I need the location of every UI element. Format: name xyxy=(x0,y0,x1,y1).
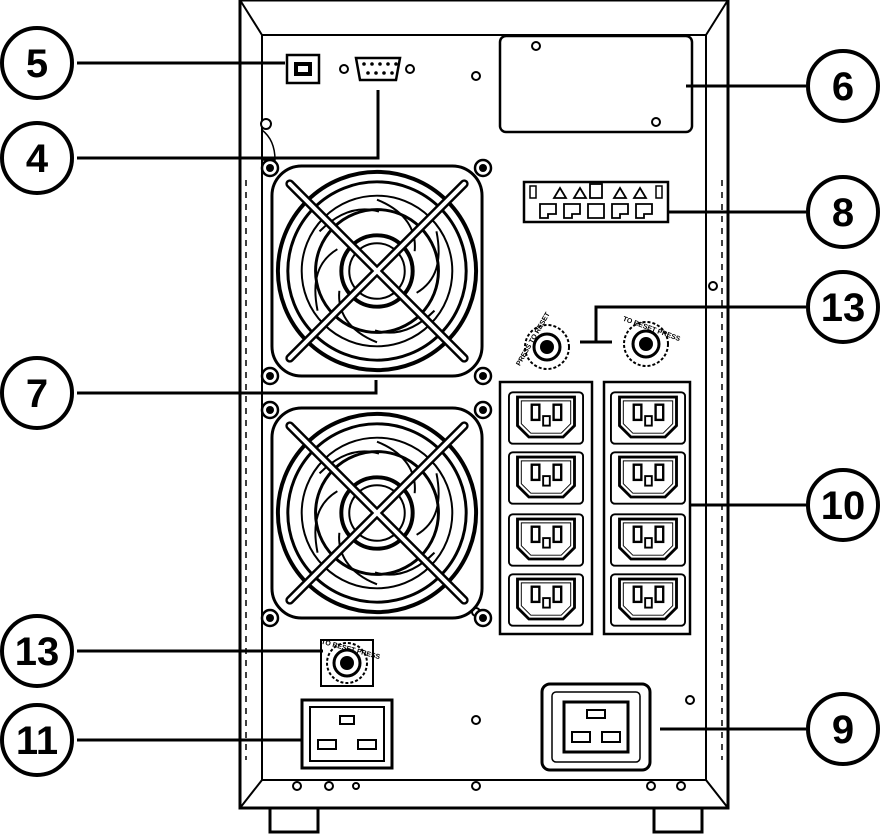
input-breaker: TO RESET PRESS xyxy=(320,639,381,687)
c13-outlet xyxy=(610,572,686,628)
iec-c13-outlets xyxy=(498,380,692,636)
callout-13-top: 13 xyxy=(806,270,880,344)
callout-4: 4 xyxy=(0,121,74,195)
iec-c19-outlet xyxy=(540,682,652,772)
callout-label: 10 xyxy=(821,484,866,528)
c13-outlet xyxy=(508,572,584,628)
c13-outlet xyxy=(508,390,584,446)
c13-outlet xyxy=(610,390,686,446)
slot-cover xyxy=(498,34,694,134)
c13-outlet xyxy=(610,450,686,506)
callout-9: 9 xyxy=(806,692,880,766)
foot-left xyxy=(268,806,320,834)
callout-label: 5 xyxy=(26,42,48,86)
callout-label: 11 xyxy=(16,719,58,763)
back-plate-outline xyxy=(261,35,276,161)
ac-input-socket xyxy=(300,698,394,770)
rs232-port xyxy=(339,56,415,82)
surge-protection-block xyxy=(522,180,670,224)
callout-label: 8 xyxy=(832,191,854,235)
cooling-fan-top xyxy=(272,166,482,376)
callout-label: 13 xyxy=(821,286,866,330)
callout-label: 13 xyxy=(15,630,60,674)
callout-8: 8 xyxy=(806,175,880,249)
foot-right xyxy=(652,806,704,834)
callout-label: 7 xyxy=(26,372,48,416)
leader-lines xyxy=(77,61,806,742)
cooling-fan-bottom xyxy=(272,408,482,618)
usb-port xyxy=(285,53,321,85)
callout-10: 10 xyxy=(806,468,880,542)
callout-13-bottom: 13 xyxy=(0,614,74,688)
callout-label: 9 xyxy=(832,708,854,752)
c13-outlet xyxy=(610,512,686,568)
callout-11: 11 xyxy=(0,703,74,777)
callout-7: 7 xyxy=(0,356,74,430)
callout-label: 4 xyxy=(26,137,49,181)
c13-outlet xyxy=(508,450,584,506)
callout-6: 6 xyxy=(806,49,880,123)
c13-outlet xyxy=(508,512,584,568)
callout-label: 6 xyxy=(832,65,854,109)
callout-5: 5 xyxy=(0,26,74,100)
